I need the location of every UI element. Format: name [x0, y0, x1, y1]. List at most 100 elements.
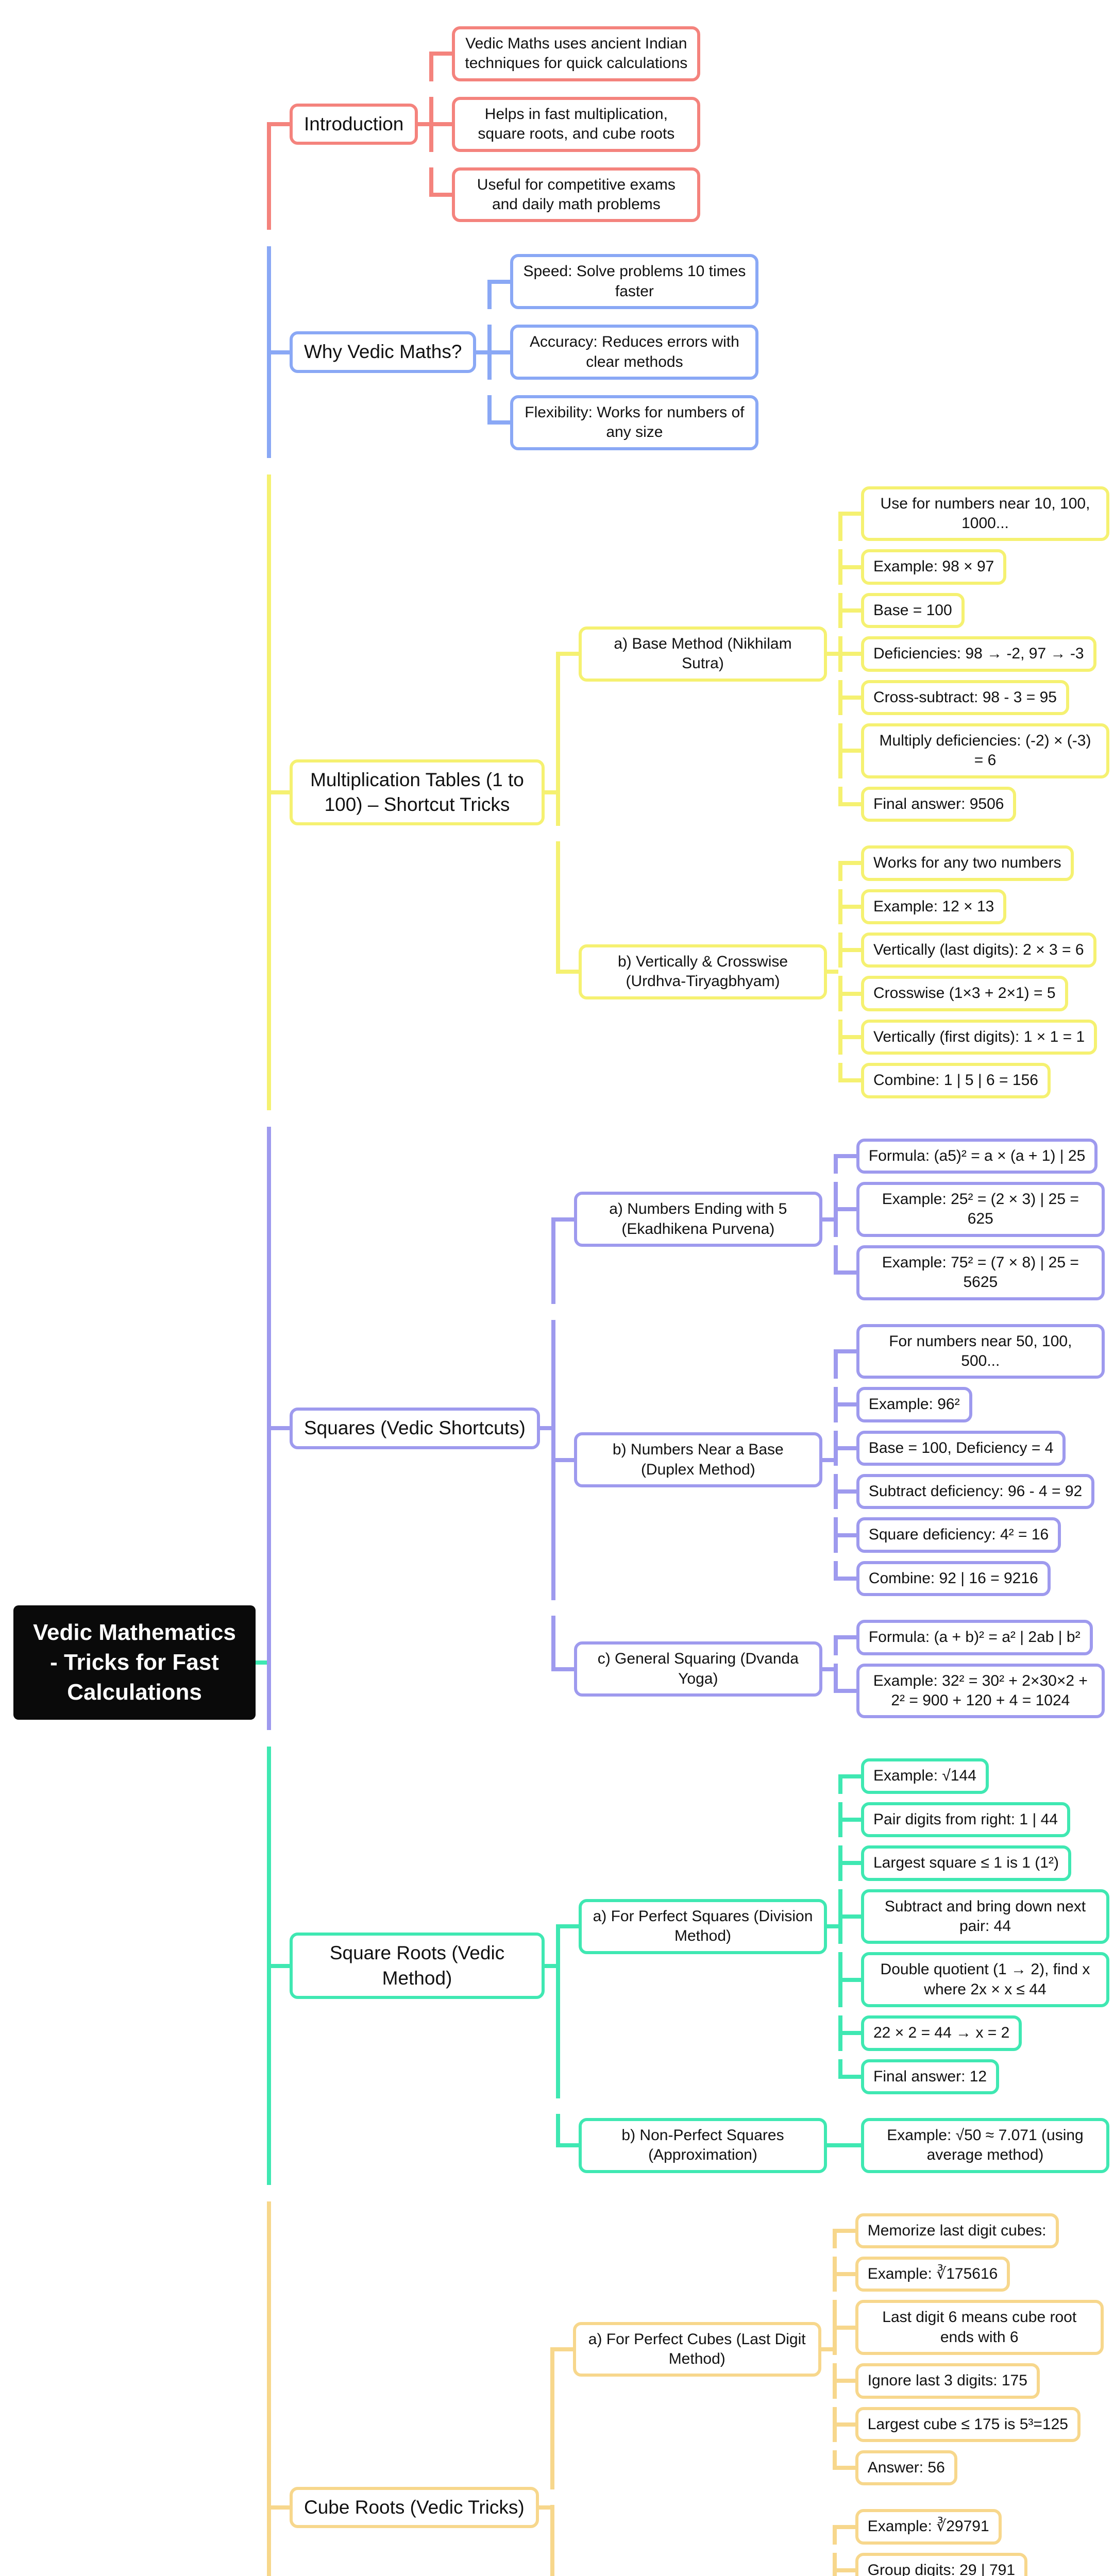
branch-arm: b) Vertically & Crosswise (Urdhva-Tiryag…	[556, 841, 1109, 1102]
connector-line	[545, 1963, 556, 1968]
mindmap-node: For numbers near 50, 100, 500...	[856, 1324, 1105, 1379]
sub-branch-node: Flexibility: Works for numbers of any si…	[510, 395, 759, 450]
branch-arm: Subtract and bring down next pair: 44	[838, 1889, 1109, 1944]
mindmap-node: Group digits: 29 | 791	[855, 2552, 1028, 2576]
mindmap-node: Answer: 56	[855, 2450, 957, 2486]
branch-arm: Example: ∛175616	[832, 2257, 1104, 2292]
leaf-node: Pair digits from right: 1 | 44	[861, 1802, 1070, 1838]
branch-arm: Subtract deficiency: 96 - 4 = 92	[833, 1474, 1105, 1510]
mindmap-node: Square Roots (Vedic Method)a) For Perfec…	[290, 1747, 1109, 2184]
mindmap-node: Vedic Maths uses ancient Indian techniqu…	[452, 26, 701, 81]
mindmap-node: Subtract deficiency: 96 - 4 = 92	[856, 1474, 1095, 1510]
branch-arm: For numbers near 50, 100, 500...	[833, 1324, 1105, 1379]
leaf-node: Works for any two numbers	[861, 845, 1074, 881]
sub-branch-node: c) General Squaring (Dvanda Yoga)	[573, 1641, 822, 1697]
branch-arm: Multiplication Tables (1 to 100) – Short…	[267, 474, 1109, 1110]
children-group: Memorize last digit cubes: Example: ∛1756…	[832, 2209, 1104, 2490]
mindmap-node: Base = 100	[861, 592, 965, 629]
mindmap-node: a) Base Method (Nikhilam Sutra)Use for n…	[579, 482, 1109, 826]
sub-branch-node: a) For Perfect Cubes (Last Digit Method)	[572, 2321, 821, 2377]
mindmap-node: Speed: Solve problems 10 times faster	[510, 254, 759, 310]
branch-arm: c) General Squaring (Dvanda Yoga)Formula…	[551, 1616, 1105, 1722]
leaf-node: Subtract deficiency: 96 - 4 = 92	[856, 1474, 1095, 1510]
branch-node: Squares (Vedic Shortcuts)	[290, 1408, 540, 1449]
mindmap-node: a) Numbers Ending with 5 (Ekadhikena Pur…	[573, 1134, 1105, 1304]
branch-arm: Memorize last digit cubes:	[832, 2213, 1104, 2249]
branch-arm: b) Non-Perfect Squares (Approximation)Ex…	[556, 2113, 1109, 2177]
mindmap-node: Accuracy: Reduces errors with clear meth…	[510, 325, 759, 380]
mindmap-node: Cross-subtract: 98 - 3 = 95	[861, 680, 1069, 716]
branch-arm: Square Roots (Vedic Method)a) For Perfec…	[267, 1747, 1109, 2185]
leaf-node: Crosswise (1×3 + 2×1) = 5	[861, 976, 1068, 1011]
connector-line	[822, 1217, 834, 1222]
mindmap-node: b) General Cube Root (Anurupya Rule)Exam…	[573, 2505, 1104, 2576]
leaf-node: Example: 25² = (2 × 3) | 25 = 625	[856, 1181, 1105, 1237]
branch-arm: Largest square ≤ 1 is 1 (1²)	[838, 1845, 1109, 1881]
branch-arm: a) Base Method (Nikhilam Sutra)Use for n…	[556, 482, 1109, 826]
connector-line	[418, 122, 430, 127]
mindmap-node: Cube Roots (Vedic Tricks)a) For Perfect …	[290, 2201, 1104, 2576]
branch-arm: Largest cube ≤ 175 is 5³=125	[832, 2406, 1104, 2443]
mindmap-node: Subtract and bring down next pair: 44	[861, 1889, 1109, 1944]
mindmap-node: Flexibility: Works for numbers of any si…	[510, 395, 759, 450]
sub-branch-node: Helps in fast multiplication, square roo…	[452, 96, 701, 152]
mindmap-node: Vedic Mathematics - Tricks for Fast Calc…	[13, 10, 1109, 2576]
branch-arm: Use for numbers near 10, 100, 1000...	[838, 486, 1109, 541]
branch-arm: Introduction Vedic Maths uses ancient Ind…	[267, 19, 1109, 230]
mindmap-node: Example: ∛175616	[855, 2257, 1010, 2292]
mindmap-node: Square deficiency: 4² = 16	[856, 1517, 1061, 1553]
connector-line	[256, 1660, 267, 1665]
leaf-node: Double quotient (1 → 2), find x where 2x…	[861, 1952, 1109, 2008]
branch-arm: a) For Perfect Cubes (Last Digit Method)…	[550, 2209, 1104, 2490]
children-group: Example: √50 ≈ 7.071 (using average meth…	[838, 2114, 1109, 2177]
mindmap-node: Pair digits from right: 1 | 44	[861, 1802, 1070, 1838]
branch-arm: Vedic Maths uses ancient Indian techniqu…	[429, 26, 701, 81]
mindmap-node: Why Vedic Maths?Speed: Solve problems 10…	[290, 246, 759, 457]
children-group: Introduction Vedic Maths uses ancient Ind…	[267, 10, 1109, 2576]
branch-node: Multiplication Tables (1 to 100) – Short…	[290, 759, 545, 825]
mindmap-node: Final answer: 12	[861, 2059, 1000, 2094]
branch-arm: Double quotient (1 → 2), find x where 2x…	[838, 1952, 1109, 2008]
children-group: a) Base Method (Nikhilam Sutra)Use for n…	[556, 474, 1109, 1110]
branch-arm: 22 × 2 = 44 → x = 2	[838, 2015, 1109, 2051]
mindmap-node: Vertically (last digits): 2 × 3 = 6	[861, 932, 1096, 968]
branch-arm: Cross-subtract: 98 - 3 = 95	[838, 680, 1109, 716]
leaf-node: Group digits: 29 | 791	[855, 2552, 1028, 2576]
branch-arm: Final answer: 12	[838, 2059, 1109, 2094]
connector-line	[538, 2505, 550, 2510]
mindmap-node: Last digit 6 means cube root ends with 6	[855, 2300, 1104, 2355]
mindmap-node: Works for any two numbers	[861, 845, 1074, 881]
mindmap-node: c) General Squaring (Dvanda Yoga)Formula…	[573, 1616, 1105, 1722]
mindmap-node: 22 × 2 = 44 → x = 2	[861, 2015, 1022, 2051]
mindmap-node: Crosswise (1×3 + 2×1) = 5	[861, 976, 1068, 1011]
mindmap-node: Combine: 1 | 5 | 6 = 156	[861, 1063, 1051, 1098]
branch-arm: Group digits: 29 | 791	[832, 2552, 1104, 2576]
mindmap-node: Example: 98 × 97	[861, 549, 1007, 585]
leaf-node: Cross-subtract: 98 - 3 = 95	[861, 680, 1069, 716]
leaf-node: Example: 98 × 97	[861, 549, 1007, 585]
mindmap-node: Formula: (a5)² = a × (a + 1) | 25	[856, 1138, 1098, 1174]
mindmap-node: Deficiencies: 98 → -2, 97 → -3	[861, 636, 1096, 672]
leaf-node: Example: √144	[861, 1758, 989, 1794]
sub-branch-node: a) Numbers Ending with 5 (Ekadhikena Pur…	[573, 1192, 822, 1247]
branch-node: Introduction	[290, 104, 418, 145]
children-group: a) Numbers Ending with 5 (Ekadhikena Pur…	[551, 1127, 1105, 1731]
children-group: Vedic Maths uses ancient Indian techniqu…	[429, 19, 701, 230]
branch-arm: Multiply deficiencies: (-2) × (-3) = 6	[838, 723, 1109, 778]
mindmap-node: Multiply deficiencies: (-2) × (-3) = 6	[861, 723, 1109, 778]
branch-arm: Accuracy: Reduces errors with clear meth…	[487, 325, 759, 380]
mindmap-node: a) For Perfect Squares (Division Method)…	[579, 1754, 1109, 2098]
mindmap-node: Double quotient (1 → 2), find x where 2x…	[861, 1952, 1109, 2008]
branch-arm: Works for any two numbers	[838, 845, 1097, 881]
mindmap-node: b) Vertically & Crosswise (Urdhva-Tiryag…	[579, 841, 1098, 1102]
children-group: a) For Perfect Cubes (Last Digit Method)…	[550, 2201, 1104, 2576]
branch-arm: Example: √144	[838, 1758, 1109, 1794]
leaf-node: Multiply deficiencies: (-2) × (-3) = 6	[861, 723, 1109, 778]
leaf-node: Example: √50 ≈ 7.071 (using average meth…	[861, 2117, 1109, 2173]
children-group: Use for numbers near 10, 100, 1000... Exa…	[838, 482, 1109, 826]
leaf-node: Final answer: 9506	[861, 786, 1017, 822]
leaf-node: Example: 32² = 30² + 2×30×2 + 2² = 900 +…	[856, 1663, 1105, 1719]
